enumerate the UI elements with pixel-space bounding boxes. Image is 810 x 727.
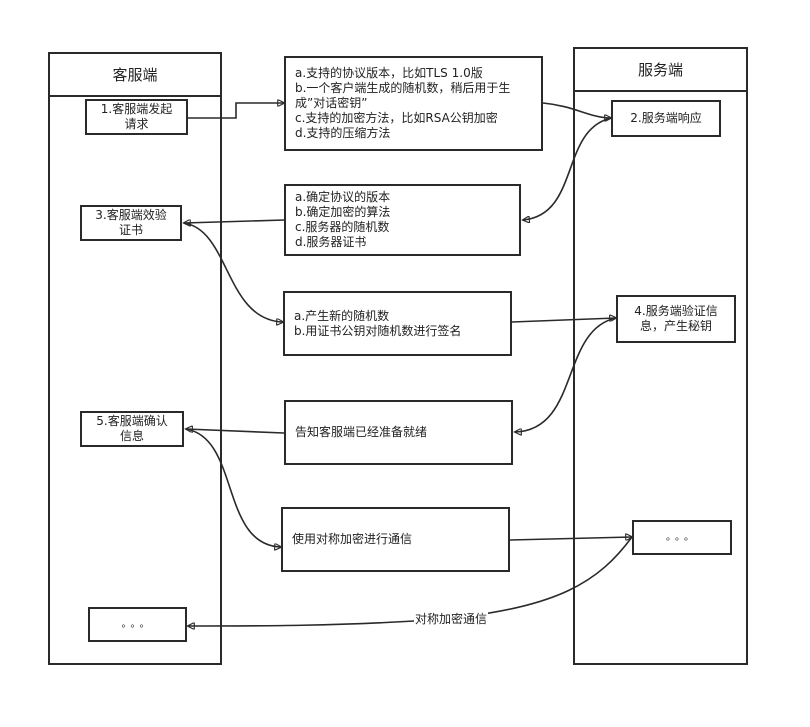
step-text: 信息 (119, 429, 144, 443)
step-6-server-ellipsis[interactable]: 。。。 (632, 520, 732, 555)
message-line: d.支持的压缩方法 (295, 126, 391, 140)
step-4-server-verify[interactable]: 4.服务端验证信 息，产生秘钥 (616, 295, 736, 343)
message-line: a.产生新的随机数 (294, 308, 390, 323)
message-server-ready[interactable]: 告知客服端已经准备就绪 (284, 400, 513, 465)
message-line: 成”对话密钥” (295, 96, 368, 110)
message-client-key[interactable]: a.产生新的随机数 b.用证书公钥对随机数进行签名 (283, 291, 512, 356)
step-1-client-request[interactable]: 1.客服端发起 请求 (85, 99, 188, 135)
step-text: 4.服务端验证信 (634, 304, 718, 318)
step-text: 2.服务端响应 (630, 111, 702, 125)
message-line: 告知客服端已经准备就绪 (295, 425, 428, 439)
message-line: 使用对称加密进行通信 (292, 532, 413, 546)
step-text: 1.客服端发起 (100, 102, 173, 116)
message-symmetric[interactable]: 使用对称加密进行通信 (281, 507, 510, 572)
client-lane: 客服端 (48, 52, 222, 665)
message-line: b.一个客户端生成的随机数，稍后用于生 (295, 81, 511, 95)
message-line: a.支持的协议版本，比如TLS 1.0版 (295, 66, 483, 80)
message-line: a.确定协议的版本 (295, 190, 391, 204)
message-line: d.服务器证书 (295, 235, 367, 249)
server-lane-title: 服务端 (575, 49, 746, 92)
message-server-hello[interactable]: a.确定协议的版本 b.确定加密的算法 c.服务器的随机数 d.服务器证书 (284, 184, 521, 256)
step-2-server-respond[interactable]: 2.服务端响应 (611, 100, 721, 137)
server-lane: 服务端 (573, 47, 748, 665)
edge-label-symmetric-reply: 对称加密通信 (414, 610, 489, 627)
step-text: 息，产生秘钥 (639, 319, 712, 333)
step-text: 5.客服端确认 (96, 414, 168, 428)
step-5-client-confirm[interactable]: 5.客服端确认 信息 (80, 411, 184, 447)
message-line: b.用证书公钥对随机数进行签名 (294, 323, 462, 338)
step-text: 证书 (118, 223, 143, 237)
client-lane-title: 客服端 (50, 54, 220, 97)
step-text: 。。。 (121, 619, 154, 630)
step-text: 。。。 (666, 532, 698, 543)
message-line: b.确定加密的算法 (295, 205, 391, 219)
message-line: c.服务器的随机数 (295, 220, 390, 234)
message-line: c.支持的加密方法，比如RSA公钥加密 (295, 111, 498, 125)
step-3-client-verify-cert[interactable]: 3.客服端效验 证书 (80, 205, 182, 241)
step-text: 请求 (124, 117, 149, 131)
step-text: 3.客服端效验 (95, 208, 167, 222)
message-client-hello[interactable]: a.支持的协议版本，比如TLS 1.0版 b.一个客户端生成的随机数，稍后用于生… (284, 56, 543, 151)
step-7-client-ellipsis[interactable]: 。。。 (88, 607, 187, 642)
